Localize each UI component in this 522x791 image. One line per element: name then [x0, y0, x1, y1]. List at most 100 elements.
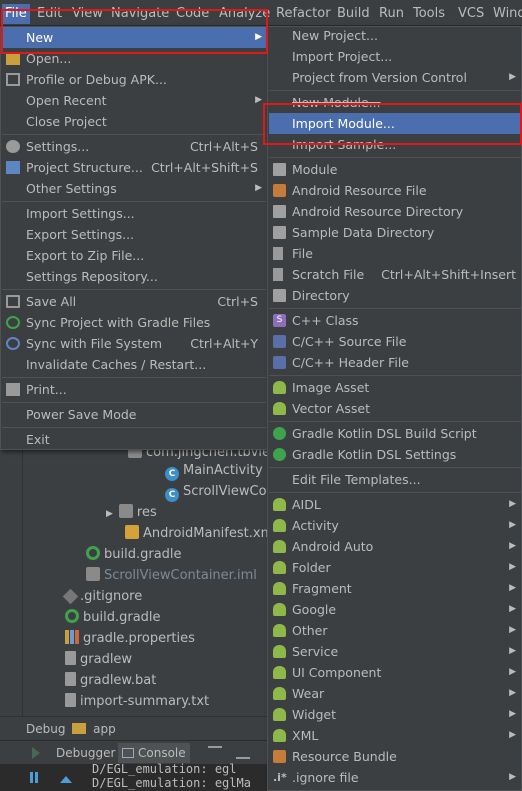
- menu-item-xml[interactable]: XML▶: [269, 725, 522, 746]
- resource-bundle-icon: [273, 750, 286, 763]
- menu-navigate[interactable]: Navigate: [111, 6, 170, 21]
- menu-item-new-project[interactable]: New Project...: [292, 28, 378, 43]
- menu-item-invalidate-caches[interactable]: Invalidate Caches / Restart...: [26, 357, 207, 372]
- menu-view[interactable]: View: [72, 6, 103, 21]
- menu-item-new[interactable]: New▶: [2, 27, 266, 48]
- up-arrow-icon[interactable]: [60, 776, 72, 783]
- menu-vcs[interactable]: VCS: [458, 6, 485, 21]
- menu-item-file[interactable]: File: [269, 243, 522, 264]
- menu-code[interactable]: Code: [176, 6, 210, 21]
- menu-build[interactable]: Build: [337, 6, 370, 21]
- menu-item-activity[interactable]: Activity▶: [269, 515, 522, 536]
- menu-item-directory[interactable]: Directory: [269, 285, 522, 306]
- gradle-icon: [86, 546, 100, 560]
- menu-item-aidl[interactable]: AIDL▶: [269, 494, 522, 515]
- expand-arrow-icon[interactable]: ▶: [106, 509, 113, 519]
- resume-icon[interactable]: [32, 747, 40, 759]
- tree-item-iml[interactable]: ScrollViewContainer.iml: [86, 565, 257, 586]
- menu-item-new-module[interactable]: New Module...: [292, 95, 381, 110]
- tab-console[interactable]: Console: [118, 743, 190, 763]
- project-structure-icon: [6, 161, 20, 174]
- menu-item-open-recent[interactable]: Open Recent▶: [2, 90, 266, 111]
- menu-item-google[interactable]: Google▶: [269, 599, 522, 620]
- tree-item-build-gradle-app[interactable]: build.gradle: [86, 544, 182, 565]
- menu-item-sample-data-dir[interactable]: Sample Data Directory: [269, 222, 522, 243]
- menu-refactor[interactable]: Refactor: [276, 6, 331, 21]
- menu-item-android-resource-file[interactable]: Android Resource File: [269, 180, 522, 201]
- menu-separator: [2, 427, 266, 428]
- pause-icon[interactable]: [30, 772, 33, 783]
- menu-tools[interactable]: Tools: [413, 6, 446, 21]
- menu-item-settings-repository[interactable]: Settings Repository...: [26, 269, 158, 284]
- menu-item-image-asset[interactable]: Image Asset: [269, 377, 522, 398]
- menu-item-edit-templates[interactable]: Edit File Templates...: [292, 472, 421, 487]
- menu-item-gradle-kotlin-build[interactable]: Gradle Kotlin DSL Build Script: [269, 423, 522, 444]
- android-icon: [273, 582, 286, 595]
- step-over-icon[interactable]: [236, 745, 250, 759]
- submenu-arrow-icon: ▶: [509, 667, 516, 677]
- menu-item-folder[interactable]: Folder▶: [269, 557, 522, 578]
- menu-item-ignore-file[interactable]: .i*.ignore file▶: [269, 767, 522, 788]
- menu-item-service[interactable]: Service▶: [269, 641, 522, 662]
- tree-item-gradlew[interactable]: gradlew: [65, 649, 132, 670]
- submenu-arrow-icon: ▶: [509, 646, 516, 656]
- menu-file[interactable]: File: [2, 4, 30, 24]
- menu-item-project-from-vcs[interactable]: Project from Version Control▶: [269, 67, 522, 88]
- menu-edit[interactable]: Edit: [37, 6, 63, 21]
- menu-analyze[interactable]: Analyze: [219, 6, 271, 21]
- tree-item-build-gradle[interactable]: build.gradle: [65, 607, 161, 628]
- tree-item-gradle-properties[interactable]: gradle.properties: [65, 628, 195, 649]
- menu-item-module[interactable]: Module: [269, 159, 522, 180]
- menu-item-fragment[interactable]: Fragment▶: [269, 578, 522, 599]
- tree-item-gradlew-bat[interactable]: gradlew.bat: [65, 670, 156, 691]
- tree-item-gitignore[interactable]: .gitignore: [62, 586, 142, 607]
- menu-item-resource-bundle[interactable]: Resource Bundle: [269, 746, 522, 767]
- menu-item-gradle-kotlin-settings[interactable]: Gradle Kotlin DSL Settings: [269, 444, 522, 465]
- menu-item-import-sample[interactable]: Import Sample...: [292, 137, 397, 152]
- tree-item-res[interactable]: ▶res: [106, 504, 157, 520]
- menu-item-other-settings[interactable]: Other Settings▶: [2, 178, 266, 199]
- menu-item-android-auto[interactable]: Android Auto▶: [269, 536, 522, 557]
- menu-item-settings[interactable]: Settings...Ctrl+Alt+S: [2, 136, 266, 157]
- menu-item-power-save[interactable]: Power Save Mode: [26, 407, 137, 422]
- android-icon: [273, 540, 286, 553]
- menu-item-profile-apk[interactable]: Profile or Debug APK...: [2, 69, 266, 90]
- menu-item-open[interactable]: Open...: [2, 48, 266, 69]
- menu-run[interactable]: Run: [379, 6, 404, 21]
- menu-item-project-structure[interactable]: Project Structure...Ctrl+Alt+Shift+S: [2, 157, 266, 178]
- menu-window[interactable]: Wind: [493, 6, 522, 21]
- menu-item-import-settings[interactable]: Import Settings...: [26, 206, 135, 221]
- menu-item-export-settings[interactable]: Export Settings...: [26, 227, 135, 242]
- menu-item-cpp-source[interactable]: C/C++ Source File: [269, 331, 522, 352]
- submenu-arrow-icon: ▶: [509, 499, 516, 509]
- menu-item-import-module[interactable]: Import Module...: [269, 113, 522, 134]
- menu-item-android-resource-dir[interactable]: Android Resource Directory: [269, 201, 522, 222]
- menu-item-ui-component[interactable]: UI Component▶: [269, 662, 522, 683]
- menu-item-exit[interactable]: Exit: [26, 432, 50, 447]
- menu-item-print[interactable]: Print...: [2, 379, 266, 400]
- toolbar-divider-icon[interactable]: [208, 746, 222, 760]
- menu-item-cpp-header[interactable]: C/C++ Header File: [269, 352, 522, 373]
- tree-item-import-summary[interactable]: import-summary.txt: [65, 691, 209, 712]
- menu-item-wear[interactable]: Wear▶: [269, 683, 522, 704]
- folder-icon: [273, 289, 286, 302]
- menu-item-widget[interactable]: Widget▶: [269, 704, 522, 725]
- menu-item-other[interactable]: Other▶: [269, 620, 522, 641]
- menu-separator: [269, 90, 522, 91]
- menu-item-vector-asset[interactable]: Vector Asset: [269, 398, 522, 419]
- menu-item-close-project[interactable]: Close Project: [26, 114, 107, 129]
- android-icon: [273, 603, 286, 616]
- tab-debugger[interactable]: Debugger: [56, 746, 116, 760]
- menu-item-export-zip[interactable]: Export to Zip File...: [26, 248, 145, 263]
- submenu-arrow-icon: ▶: [255, 183, 262, 193]
- menu-item-import-project[interactable]: Import Project...: [292, 49, 393, 64]
- tree-item-manifest[interactable]: AndroidManifest.xml: [125, 523, 277, 544]
- debug-app-label[interactable]: app: [93, 722, 116, 736]
- menu-item-sync-gradle[interactable]: Sync Project with Gradle Files: [2, 312, 266, 333]
